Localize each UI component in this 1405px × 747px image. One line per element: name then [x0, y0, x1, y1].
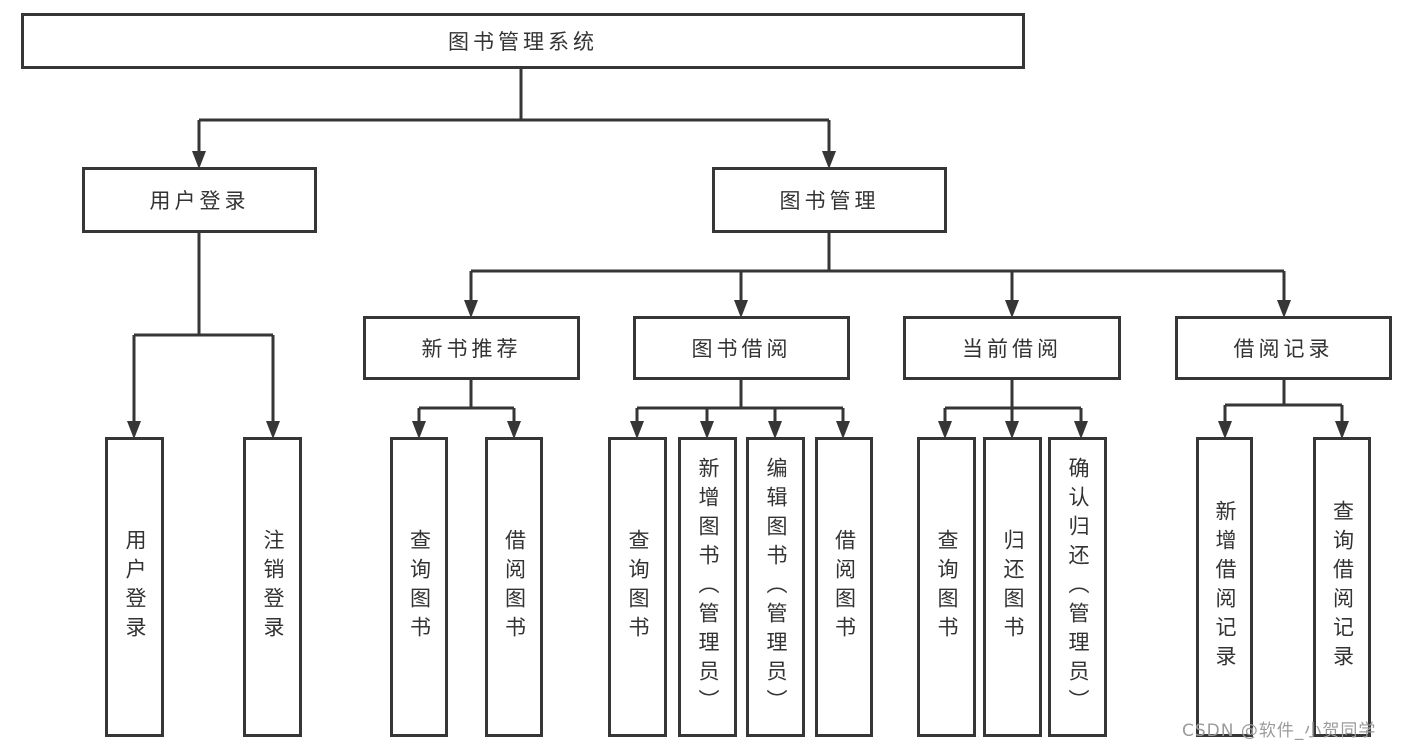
node-borrowing-records: 借阅记录: [1175, 316, 1392, 380]
leaf-add-borrow-record: 新增借阅记录: [1196, 437, 1253, 737]
arrowheads: [127, 151, 1349, 439]
node-label: 图书借阅: [691, 337, 792, 361]
node-label: 用户登录: [149, 189, 250, 213]
node-label: 图书管理: [779, 189, 880, 213]
leaf-return-books: 归还图书: [983, 437, 1042, 737]
connector-current-to-leaves: [943, 380, 1083, 423]
leaf-query-books-current: 查询图书: [917, 437, 976, 737]
connector-login-to-leaves: [132, 233, 275, 423]
leaf-query-books-borrowing: 查询图书: [608, 437, 667, 737]
leaf-label: 用户登录: [123, 529, 147, 645]
node-current-borrowing: 当前借阅: [903, 316, 1121, 380]
connector-root-to-level2: [197, 69, 831, 153]
leaf-label: 注销登录: [261, 529, 285, 645]
leaf-label: 确认归还（管理员）: [1066, 456, 1090, 718]
leaf-label: 查询图书: [626, 529, 650, 645]
leaf-label: 借阅图书: [832, 529, 857, 645]
leaf-edit-books-admin: 编辑图书（管理员）: [746, 437, 805, 737]
node-library-management-system: 图书管理系统: [21, 13, 1025, 69]
leaf-borrow-books: 借阅图书: [815, 437, 873, 737]
connector-mgmt-to-level3: [469, 233, 1286, 302]
leaf-label: 新增借阅记录: [1213, 500, 1237, 674]
leaf-confirm-return-admin: 确认归还（管理员）: [1048, 437, 1107, 737]
leaf-label: 借阅图书: [502, 529, 527, 645]
leaf-add-books-admin: 新增图书（管理员）: [678, 437, 737, 737]
leaf-user-login: 用户登录: [105, 437, 164, 737]
leaf-logout: 注销登录: [243, 437, 302, 737]
leaf-label: 新增图书（管理员）: [696, 456, 720, 718]
leaf-query-books-recommend: 查询图书: [390, 437, 448, 737]
node-user-login-branch: 用户登录: [82, 167, 317, 233]
node-book-borrowing: 图书借阅: [633, 316, 850, 380]
node-label: 当前借阅: [962, 337, 1062, 361]
leaf-label: 归还图书: [1001, 529, 1025, 645]
node-new-book-recommendation: 新书推荐: [363, 316, 580, 380]
csdn-watermark: CSDN @软件_小贺同学: [1182, 721, 1377, 741]
node-label: 新书推荐: [421, 337, 522, 361]
node-label: 借阅记录: [1233, 337, 1334, 361]
leaf-label: 查询图书: [935, 529, 959, 645]
node-book-management-branch: 图书管理: [712, 167, 947, 233]
leaf-borrow-books-recommend: 借阅图书: [485, 437, 543, 737]
leaf-query-borrow-record: 查询借阅记录: [1313, 437, 1371, 737]
leaf-label: 编辑图书（管理员）: [764, 456, 788, 718]
connector-records-to-leaves: [1223, 380, 1344, 423]
leaf-label: 查询借阅记录: [1330, 500, 1355, 674]
connector-newbook-to-leaves: [417, 380, 516, 423]
node-label: 图书管理系统: [448, 30, 598, 54]
connector-borrow-to-leaves: [635, 380, 845, 423]
leaf-label: 查询图书: [407, 529, 432, 645]
